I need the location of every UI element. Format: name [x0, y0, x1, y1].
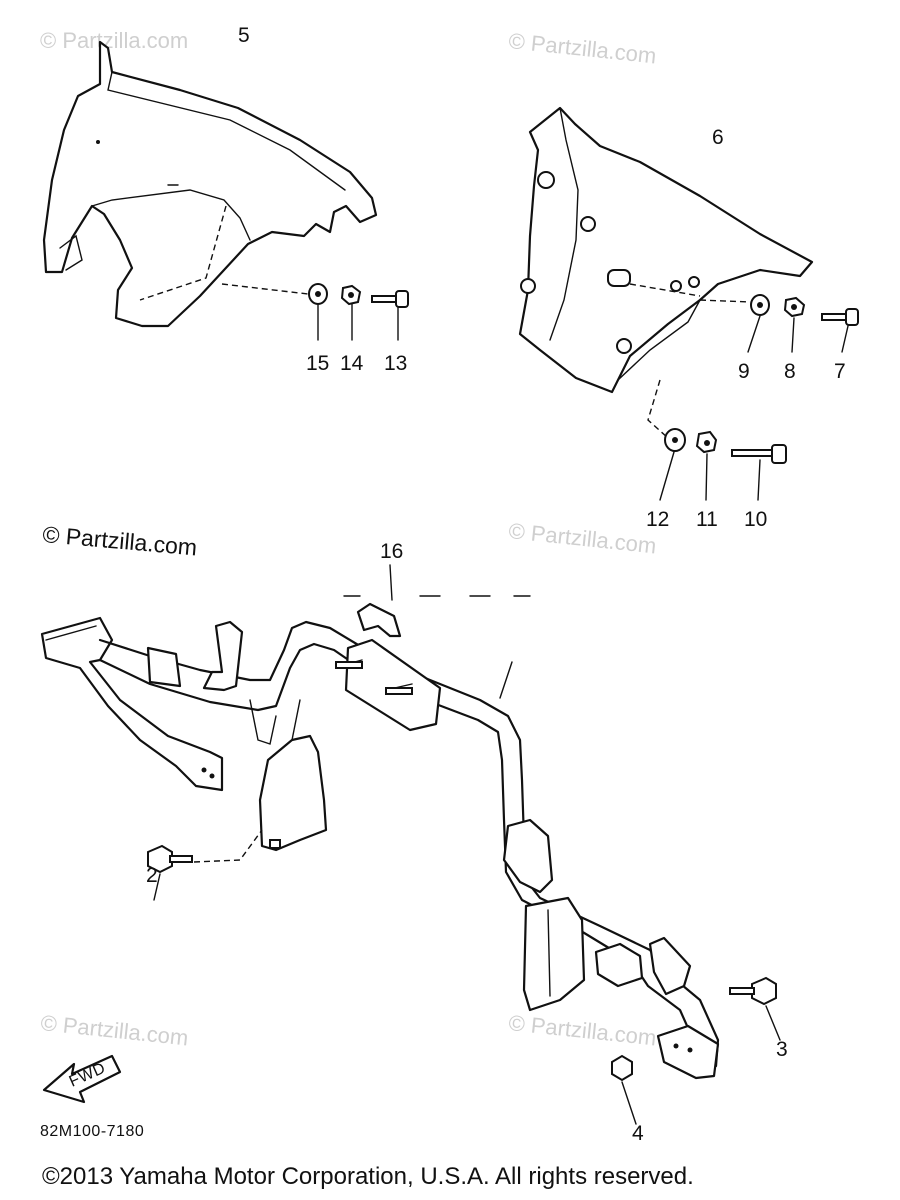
part-4-nut — [611, 1054, 637, 1125]
watermark: © Partzilla.com — [507, 518, 657, 558]
callout-5: 5 — [238, 24, 250, 47]
callout-12: 12 — [646, 508, 669, 531]
callout-2: 2 — [146, 864, 158, 887]
part-5-front-cover — [42, 40, 378, 328]
diagram-code: 82M100-7180 — [40, 1123, 144, 1140]
watermark: © Partzilla.com — [507, 28, 657, 68]
callout-15: 15 — [306, 352, 329, 375]
callout-4: 4 — [632, 1122, 644, 1145]
watermark: © Partzilla.com — [507, 1010, 657, 1050]
callout-10: 10 — [744, 508, 767, 531]
callout-16: 16 — [380, 540, 403, 563]
part-16-clamp — [343, 564, 531, 638]
part-6-side-cover — [518, 106, 814, 439]
fwd-arrow-icon: FWD — [42, 1054, 122, 1104]
callout-3: 3 — [776, 1038, 788, 1061]
callout-8: 8 — [784, 360, 796, 383]
copyright-notice: ©2013 Yamaha Motor Corporation, U.S.A. A… — [42, 1163, 694, 1190]
watermark: © Partzilla.com — [40, 28, 188, 53]
callout-9: 9 — [738, 360, 750, 383]
hardware-12-11-10 — [659, 428, 787, 501]
hardware-15-14-13 — [308, 283, 409, 341]
callout-6: 6 — [712, 126, 724, 149]
callout-14: 14 — [340, 352, 364, 375]
main-stay-frame — [40, 616, 720, 1080]
callout-numbers: 5 6 15 14 13 9 8 7 12 11 10 16 2 3 4 — [146, 24, 846, 1145]
callout-11: 11 — [696, 508, 718, 531]
part-3-bolt — [729, 976, 781, 1041]
callout-13: 13 — [384, 352, 407, 375]
part-2-bolt — [147, 829, 263, 901]
callout-7: 7 — [834, 360, 846, 383]
watermark-main: © Partzilla.com — [42, 521, 199, 560]
hardware-9-8-7 — [747, 294, 859, 353]
watermark: © Partzilla.com — [39, 1010, 189, 1050]
